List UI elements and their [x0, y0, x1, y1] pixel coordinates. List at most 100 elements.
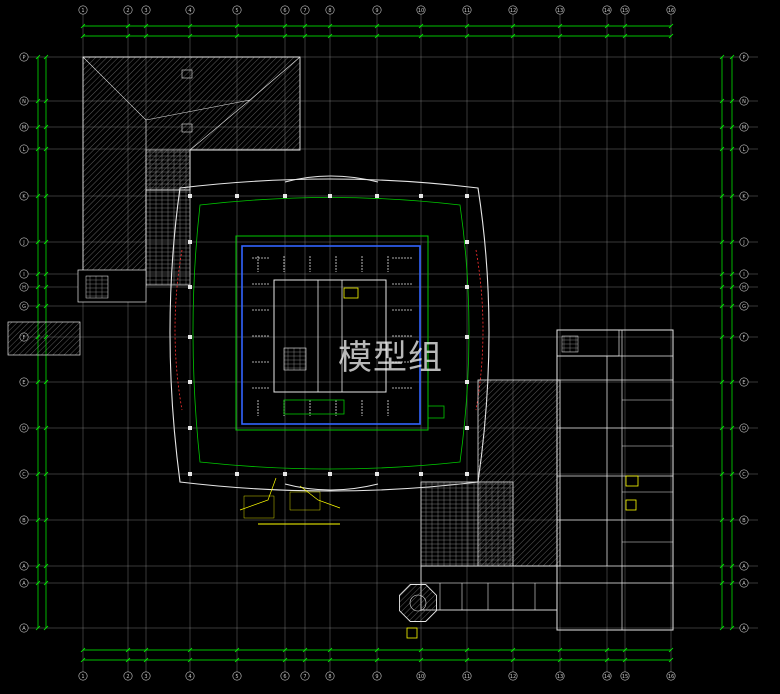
- dim-tick: [43, 193, 49, 199]
- dim-tick: [35, 54, 41, 60]
- dim-tick: [729, 625, 735, 631]
- axis-bubble-top-circle: [232, 5, 242, 15]
- column: [465, 194, 469, 198]
- blue-glazing-ring: [241, 245, 421, 425]
- axis-bubble-top-circle: [78, 5, 88, 15]
- dim-tick: [43, 98, 49, 104]
- axis-bubble-left-circle: [19, 191, 29, 201]
- octagon-core: [409, 594, 427, 612]
- axis-bubble-top-label: 11: [464, 8, 470, 14]
- axis-bubble-top-circle: [123, 5, 133, 15]
- axis-bubble-bottom-label: 11: [464, 674, 470, 680]
- axis-bubble-bottom-circle: [620, 671, 630, 681]
- dim-tick: [510, 647, 516, 653]
- axis-bubble-top-circle: [508, 5, 518, 15]
- axis-bubble-bottom-label: 4: [188, 674, 191, 680]
- axis-bubble-left-circle: [19, 377, 29, 387]
- axis-bubble-right-circle: [739, 96, 749, 106]
- axis-bubble-right-circle: [739, 623, 749, 633]
- dim-tick: [35, 471, 41, 477]
- axis-bubble-top-circle: [372, 5, 382, 15]
- axis-bubble-left-circle: [19, 301, 29, 311]
- axis-bubble-right-label: B: [742, 518, 746, 524]
- core-stair: [283, 347, 307, 371]
- axis-bubble-right-circle: [739, 122, 749, 132]
- axis-bubble-left-circle: [19, 623, 29, 633]
- axis-bubble-left-circle: [19, 122, 29, 132]
- axis-bubble-right-label: P: [742, 55, 745, 61]
- dim-tick: [418, 657, 424, 663]
- axis-bubble-bottom-circle: [372, 671, 382, 681]
- axis-bubble-bottom-circle: [508, 671, 518, 681]
- axis-bubble-left-circle: [19, 52, 29, 62]
- axis-bubble-right-label: A: [742, 564, 746, 570]
- dim-tick: [43, 425, 49, 431]
- dim-tick: [327, 33, 333, 39]
- dim-tick: [43, 471, 49, 477]
- axis-bubble-left-circle: [19, 578, 29, 588]
- dim-tick: [729, 271, 735, 277]
- dim-tick: [43, 379, 49, 385]
- dim-tick: [557, 33, 563, 39]
- central-hall: [169, 175, 490, 492]
- axis-bubble-bottom-label: 16: [668, 674, 674, 680]
- dim-tick: [464, 23, 470, 29]
- dim-tick: [557, 23, 563, 29]
- axis-bubble-top-label: 3: [144, 8, 147, 14]
- axis-bubble-left-label: C: [22, 472, 26, 478]
- dim-tick: [43, 239, 49, 245]
- column: [188, 335, 192, 339]
- axis-bubble-top-label: 13: [557, 8, 563, 14]
- column: [419, 194, 423, 198]
- axis-bubble-top-label: 12: [510, 8, 516, 14]
- dim-tick: [668, 657, 674, 663]
- red-arc: [174, 249, 183, 411]
- dim-tick: [374, 33, 380, 39]
- roof-vent: [181, 123, 193, 133]
- dim-tick: [557, 647, 563, 653]
- dim-tick: [418, 23, 424, 29]
- dim-tick: [719, 284, 725, 290]
- axis-bubble-bottom-circle: [666, 671, 676, 681]
- axis-bubble-right-circle: [739, 237, 749, 247]
- column: [465, 285, 469, 289]
- column: [235, 194, 239, 198]
- axis-bubble-right-label: G: [742, 304, 746, 310]
- axis-bubble-right-label: L: [743, 147, 746, 153]
- dim-tick: [719, 563, 725, 569]
- axis-bubble-left-circle: [19, 144, 29, 154]
- axis-bubble-bottom-circle: [232, 671, 242, 681]
- column: [465, 472, 469, 476]
- dim-tick: [668, 647, 674, 653]
- dim-tick: [622, 33, 628, 39]
- axis-bubble-right-circle: [739, 269, 749, 279]
- column: [188, 194, 192, 198]
- axis-bubble-left-circle: [19, 237, 29, 247]
- inner-green-square: [235, 235, 429, 431]
- axis-bubble-top-circle: [602, 5, 612, 15]
- red-arc: [475, 249, 484, 411]
- axis-bubble-bottom-circle: [325, 671, 335, 681]
- axis-bubble-top-label: 15: [622, 8, 628, 14]
- axis-bubble-top-label: 7: [303, 8, 306, 14]
- axis-bubble-bottom-label: 13: [557, 674, 563, 680]
- dim-tick: [729, 146, 735, 152]
- dim-tick: [234, 23, 240, 29]
- axis-bubble-left-label: L: [23, 147, 26, 153]
- dim-tick: [143, 33, 149, 39]
- dim-tick: [43, 517, 49, 523]
- dim-tick: [510, 657, 516, 663]
- dim-tick: [80, 647, 86, 653]
- axis-bubble-left-label: E: [22, 380, 25, 386]
- axis-bubble-bottom-circle: [300, 671, 310, 681]
- axis-bubble-right-circle: [739, 144, 749, 154]
- axis-bubble-left-label: H: [22, 285, 26, 291]
- axis-bubble-top-label: 10: [418, 8, 424, 14]
- dim-tick: [187, 647, 193, 653]
- column: [328, 194, 332, 198]
- dim-tick: [35, 625, 41, 631]
- dim-tick: [729, 98, 735, 104]
- column: [375, 472, 379, 476]
- column: [465, 335, 469, 339]
